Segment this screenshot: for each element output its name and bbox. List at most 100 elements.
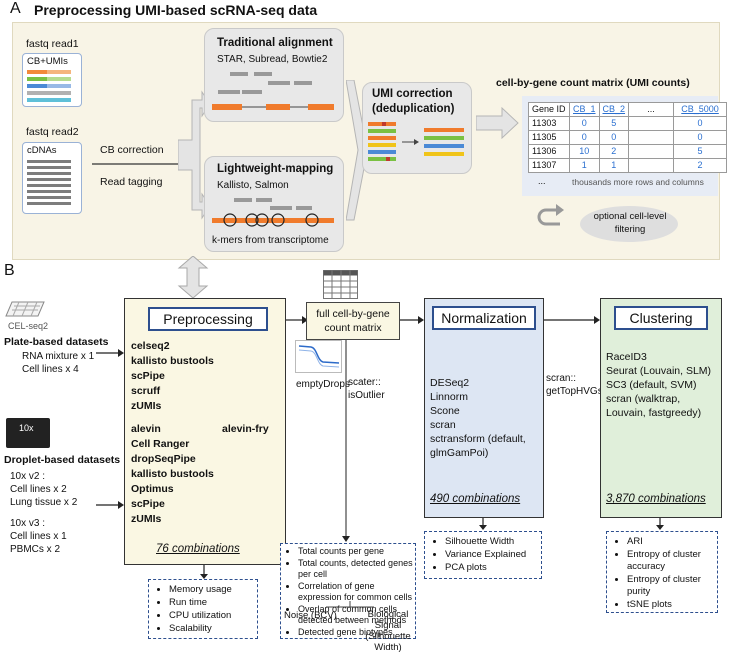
scater-label: scater:: isOutlier	[348, 377, 385, 401]
lightweight-title: Lightweight-mapping	[217, 163, 334, 175]
matrix-cell: 0	[673, 116, 728, 131]
preprocessing-panel	[124, 298, 286, 565]
clustering-metrics-box: ARI Entropy of cluster accuracy Entropy …	[606, 531, 718, 613]
alignment-illustration-icon	[212, 72, 334, 110]
tool-item: scruff	[131, 385, 161, 397]
matrix-header-cell: CB_2	[598, 102, 630, 117]
cb-correction-label: CB correction	[100, 144, 164, 156]
preprocessing-droplet-tools: alevin Cell Ranger dropSeqPipe kallisto …	[131, 422, 214, 527]
full-matrix-label: full cell-by-gene count matrix	[316, 308, 390, 334]
plate-item: RNA mixture x 1	[22, 351, 95, 362]
droplet-datasets-title: Droplet-based datasets	[4, 454, 121, 466]
matrix-cell: 1	[569, 158, 600, 173]
count-matrix-table: Gene ID CB_1 CB_2 ... CB_5000 11303 0 5 …	[528, 102, 728, 173]
tool-item: celseq2	[131, 340, 170, 352]
celseq-plate-icon	[5, 301, 45, 317]
matrix-header-row: Gene ID CB_1 CB_2 ... CB_5000	[528, 102, 728, 117]
metric-item: Silhouette Width	[445, 536, 537, 548]
tool-item: scPipe	[131, 370, 165, 382]
panel-a-title: Preprocessing UMI-based scRNA-seq data	[34, 2, 318, 18]
metric-item: tSNE plots	[627, 599, 713, 611]
matrix-footer: thousands more rows and columns	[572, 177, 704, 187]
panel-a-letter: A	[10, 0, 21, 17]
fork-arrow-icon	[178, 90, 210, 220]
matrix-row: 11305 0 0 0	[528, 130, 728, 145]
qc-item: Total counts, detected genes per cell	[298, 558, 414, 580]
clustering-tools: RaceID3 Seurat (Louvain, SLM) SC3 (defau…	[606, 350, 720, 420]
tool-item: RaceID3	[606, 351, 647, 363]
qc-metrics-box	[280, 543, 416, 639]
metric-item: Entropy of cluster accuracy	[627, 549, 713, 573]
plate-arrow-icon	[96, 349, 124, 357]
tool-item: scPipe	[131, 498, 165, 510]
matrix-header-cell: Gene ID	[528, 102, 570, 117]
signal-label: Biological Signal (Silhouette Width)	[365, 609, 411, 653]
matrix-cell	[628, 158, 675, 173]
double-arrow-icon	[177, 256, 209, 298]
matrix-cell: 1	[598, 158, 630, 173]
matrix-to-norm-arrow-icon	[400, 316, 424, 324]
tenx-device-icon	[6, 418, 50, 448]
matrix-cell: 2	[598, 144, 630, 159]
tool-item: alevin	[131, 423, 161, 435]
matrix-cell: 11306	[528, 144, 570, 159]
qc-metrics-list: Total counts per gene Total counts, dete…	[284, 546, 414, 639]
droplet-arrow-icon	[96, 501, 124, 509]
read1-label: fastq read1	[26, 38, 79, 50]
normalization-panel	[424, 298, 544, 518]
qc-item: Correlation of gene expression for commo…	[298, 581, 414, 603]
matrix-row: 11303 0 5 0	[528, 116, 728, 131]
matrix-header-cell: ...	[628, 102, 675, 117]
empty-drops-plot-icon	[295, 340, 342, 373]
matrix-cell: 11303	[528, 116, 570, 131]
clustering-panel	[600, 298, 722, 518]
read2-box-label: cDNAs	[27, 145, 57, 156]
empty-drops-label: emptyDrops	[296, 379, 350, 390]
dedup-illustration-icon	[368, 122, 464, 161]
metric-item: Variance Explained	[445, 549, 537, 561]
tool-item: DESeq2	[430, 377, 470, 389]
clustering-title: Clustering	[614, 306, 708, 330]
matrix-header-cell: CB_1	[569, 102, 600, 117]
metric-item: CPU utilization	[169, 610, 253, 622]
tool-item: Seurat (Louvain, SLM)	[606, 365, 712, 377]
read-tagging-label: Read tagging	[100, 176, 163, 188]
optional-filter-ellipse	[580, 206, 678, 242]
v3-label: 10x v3 :	[10, 518, 46, 529]
preprocessing-plate-tools: celseq2 kallisto bustools scPipe scruff …	[131, 339, 214, 414]
v2-label: 10x v2 :	[10, 471, 46, 482]
lightweight-mapping-box	[204, 156, 344, 252]
norm-to-clus-arrow-icon	[544, 316, 600, 324]
qc-item: Overlap of common cells detected between…	[298, 604, 414, 626]
preprocessing-combinations: 76 combinations	[156, 543, 240, 555]
qc-item: Detected gene biotypes	[298, 627, 414, 638]
lightweight-tools: Kallisto, Salmon	[217, 180, 289, 191]
tool-item: sctransform (default, glmGamPoi)	[430, 433, 526, 459]
kmer-illustration-icon	[212, 198, 334, 227]
metric-item: PCA plots	[445, 562, 537, 574]
read2-label: fastq read2	[26, 126, 79, 138]
tool-item: zUMIs	[131, 513, 162, 525]
matrix-cell: 5	[598, 116, 630, 131]
noise-label: Noise (BCV)	[284, 610, 337, 621]
normalization-tools: DESeq2 Linnorm Scone scran sctransform (…	[430, 376, 542, 460]
metric-item: Memory usage	[169, 584, 253, 596]
noise-signal-split-icon	[326, 601, 374, 608]
plate-datasets-title: Plate-based datasets	[4, 336, 109, 348]
prep-down-arrow-icon	[200, 565, 208, 579]
full-matrix-box	[306, 302, 400, 340]
tool-item: SC3 (default, SVM)	[606, 379, 697, 391]
metric-item: ARI	[627, 536, 713, 548]
matrix-cell: 0	[569, 130, 600, 145]
matrix-cell: 10	[569, 144, 600, 159]
cb-arrow-icon	[92, 159, 192, 169]
prep-to-matrix-arrow-icon	[286, 316, 308, 324]
metric-item: Scalability	[169, 623, 253, 635]
tool-item-alevin-fry: alevin-fry	[222, 423, 269, 435]
matrix-row: 11307 1 1 2	[528, 158, 728, 173]
tool-item: scran (walktrap, Louvain, fastgreedy)	[606, 393, 702, 419]
loop-arrow-icon	[537, 204, 564, 226]
v3-item: PBMCs x 2	[10, 544, 61, 555]
matrix-header-cell: CB_5000	[673, 102, 728, 117]
read1-bars-icon	[27, 70, 71, 102]
